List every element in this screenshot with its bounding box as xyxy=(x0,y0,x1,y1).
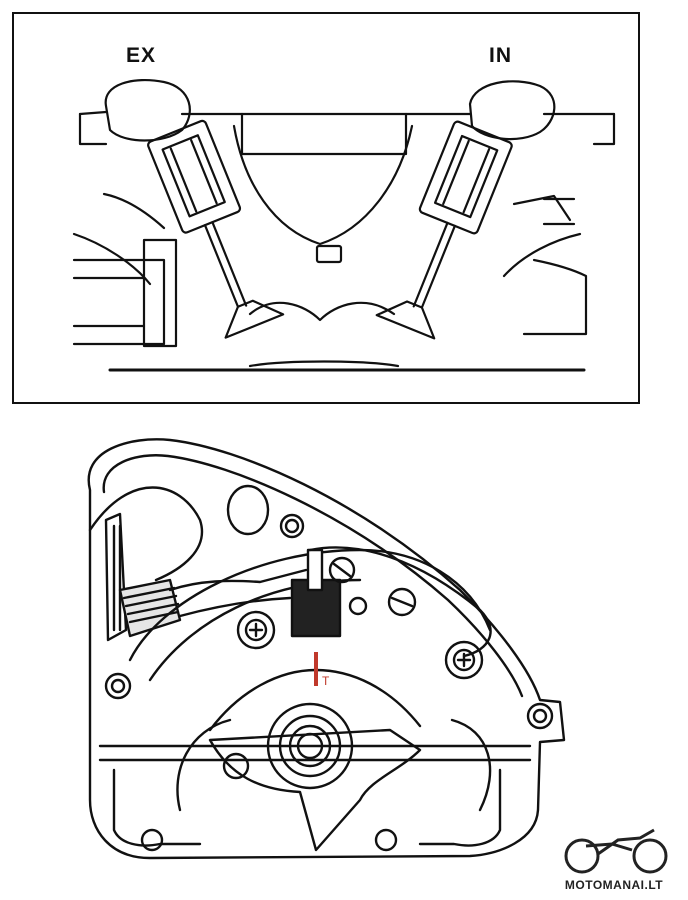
point-plate-drawing xyxy=(87,438,566,860)
mount-hole-right xyxy=(526,702,554,730)
mount-hole-top xyxy=(279,513,305,539)
valve-cross-section-diagram: EX IN xyxy=(12,12,640,404)
ignition-point-plate-diagram: T xyxy=(60,430,580,870)
exhaust-label: EX xyxy=(126,44,157,67)
mount-hole-bottom-right xyxy=(374,828,398,852)
motorcycle-icon xyxy=(564,828,668,874)
lock-screw-right xyxy=(444,640,484,680)
housing-outline xyxy=(87,438,566,860)
mount-hole-bottom-left xyxy=(140,828,164,852)
lock-screw-left xyxy=(236,610,276,650)
site-logo: MOTOMANAI.LT xyxy=(546,820,682,896)
timing-rotor xyxy=(208,728,422,852)
mount-hole-left xyxy=(104,672,132,700)
timing-mark-label: T xyxy=(322,674,330,688)
cylinder-head-drawing xyxy=(72,78,616,372)
crankshaft-nut xyxy=(266,702,354,790)
exhaust-cam-lobe xyxy=(104,78,191,142)
logo-text: MOTOMANAI.LT xyxy=(564,878,664,892)
intake-label: IN xyxy=(489,44,512,67)
